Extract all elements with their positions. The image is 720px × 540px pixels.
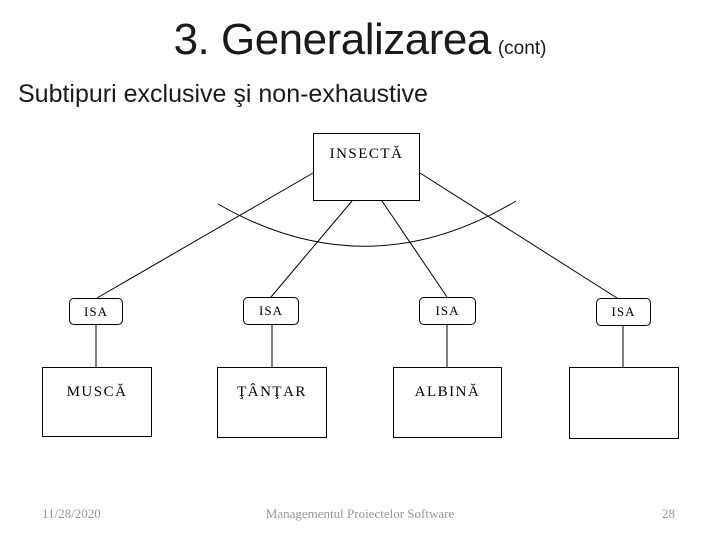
slide-subtitle: Subtipuri exclusive şi non-exhaustive [18, 80, 428, 108]
title-row: 3. Generalizarea (cont) [0, 18, 720, 62]
isa-label: ISA [435, 303, 460, 318]
link-supertype-isa2 [270, 200, 353, 298]
link-supertype-isa1 [96, 172, 314, 299]
isa-label: ISA [84, 303, 108, 319]
subtype-box-tantar: ŢÂNŢAR [217, 367, 327, 438]
isa-node-4: ISA [596, 298, 651, 326]
link-supertype-isa3 [381, 200, 448, 298]
footer-course-title: Managementul Proiectelor Software [265, 506, 455, 521]
slide-number: 28 [662, 506, 675, 521]
subtype-box-musca: MUSCĂ [42, 367, 152, 437]
slide-title-suffix: (cont) [497, 38, 547, 59]
isa-node-2: ISA [243, 297, 299, 325]
subtype-label: ALBINĂ [414, 384, 481, 400]
footer-date: 11/28/2020 [42, 506, 101, 521]
supertype-label: INSECTĂ [329, 146, 404, 162]
subtype-label: MUSCĂ [66, 384, 128, 400]
subtype-box-albina: ALBINĂ [393, 367, 502, 438]
link-supertype-isa4 [419, 172, 618, 299]
supertype-box-insecta: INSECTĂ [313, 133, 420, 201]
isa-node-1: ISA [69, 298, 123, 325]
isa-label: ISA [611, 304, 636, 319]
subtype-label: ŢÂNŢAR [237, 384, 307, 400]
exclusivity-arc [217, 200, 517, 247]
isa-node-3: ISA [419, 297, 476, 325]
slide-title: 3. Generalizarea [173, 15, 492, 64]
isa-label: ISA [259, 303, 283, 318]
subtype-box-empty [569, 367, 679, 439]
